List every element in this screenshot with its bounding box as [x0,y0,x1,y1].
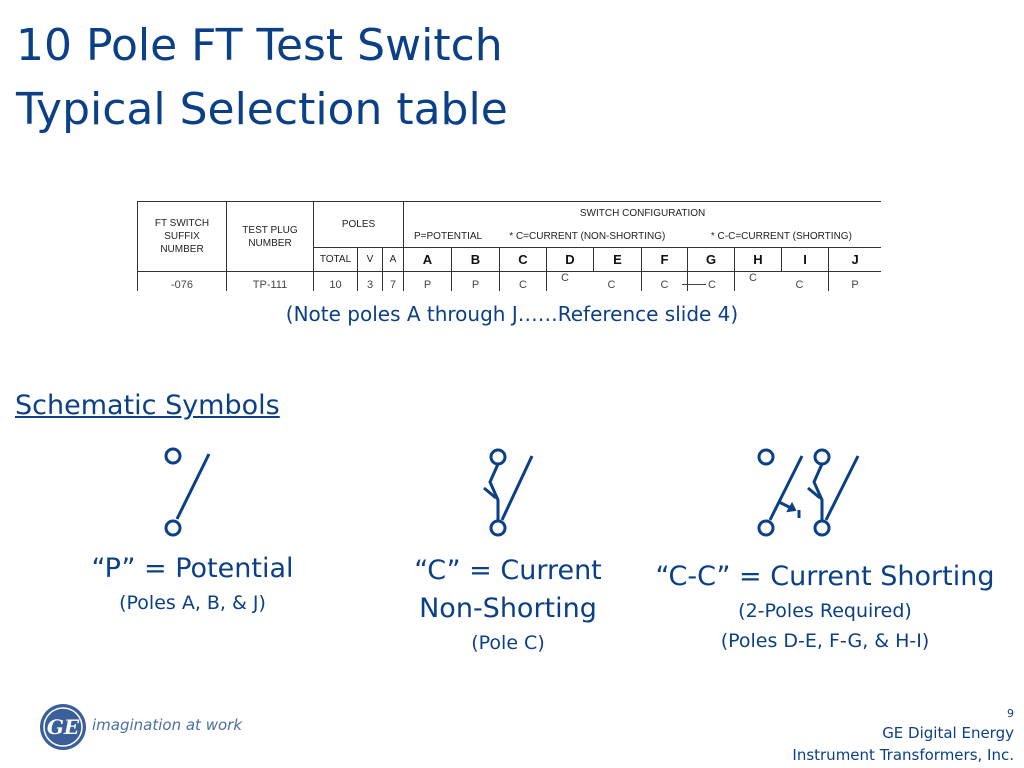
row-v: 3 [357,271,383,291]
current-shorting-caption: “C-C” = Current Shorting (2-Poles Requir… [630,558,1020,656]
current-shorting-symbol-icon [757,448,860,537]
slide-title-line-2: Typical Selection table [16,84,508,135]
potential-poles: (Poles A, B, & J) [119,592,266,614]
page-number: 9 [1007,707,1014,720]
row-pole-b: P [451,271,500,291]
slide-title-line-1: 10 Pole FT Test Switch [16,20,503,71]
current-caption: “C” = Current Non-Shorting (Pole C) [388,552,628,658]
current-label-2: Non-Shorting [419,593,597,624]
slide-title: 10 Pole FT Test Switch Typical Selection… [16,14,508,142]
header-pole-c: C [499,247,547,272]
header-poles: POLES [313,201,404,248]
header-v: V [357,247,383,272]
legend-potential: P=POTENTIAL [414,230,482,242]
legend-current-shorting: * C-C=CURRENT (SHORTING) [710,230,852,242]
row-total: 10 [313,271,358,291]
ge-logo-text: GE [47,715,80,739]
row-pole-d: C [546,271,594,291]
legend-current-non-shorting: * C=CURRENT (NON-SHORTING) [509,230,666,242]
header-test-plug: TEST PLUG NUMBER [226,201,314,272]
ge-logo: GE [40,704,86,750]
row-pole-j: P [827,271,881,291]
row-pole-g: C [682,271,735,291]
selection-table: FT SWITCH SUFFIX NUMBER TEST PLUG NUMBER… [137,201,881,291]
row-pole-a: P [403,271,452,291]
header-pole-a: A [403,247,452,272]
header-pole-b: B [451,247,500,272]
row-pole-i: C [781,271,829,291]
header-pole-f: F [641,247,688,272]
footer-division: Instrument Transformers, Inc. [792,746,1014,764]
header-total: TOTAL [313,247,358,272]
potential-symbol-icon [164,447,211,537]
header-a: A [382,247,404,272]
row-a: 7 [382,271,404,291]
header-legend: P=POTENTIAL * C=CURRENT (NON-SHORTING) *… [402,225,881,248]
row-pole-c: C [499,271,547,291]
header-pole-e: E [593,247,642,272]
potential-caption: “P” = Potential (Poles A, B, & J) [60,550,325,618]
selection-table-image: FT SWITCH SUFFIX NUMBER TEST PLUG NUMBER… [137,201,881,291]
row-pole-h: C [734,271,782,291]
current-shorting-required: (2-Poles Required) [738,600,912,622]
row-suffix: -076 [137,271,227,291]
current-shorting-label: “C-C” = Current Shorting [655,561,995,592]
table-note: (Note poles A through J……Reference slide… [285,302,739,326]
header-pole-i: I [781,247,829,272]
header-suffix: FT SWITCH SUFFIX NUMBER [137,201,227,272]
table-row: -076 TP-111 10 3 7 P P C C C C C C C P [137,271,881,291]
header-switch-configuration: SWITCH CONFIGURATION [402,201,881,226]
row-pole-e: C [593,271,642,291]
footer: 9 GE Digital Energy Instrument Transform… [792,706,1014,766]
current-poles: (Pole C) [471,632,545,654]
schematic-symbols-heading: Schematic Symbols [15,390,280,421]
current-label-1: “C” = Current [414,555,602,586]
potential-label: “P” = Potential [91,553,294,584]
current-shorting-poles: (Poles D-E, F-G, & H-I) [720,630,930,652]
header-pole-d: D [546,247,594,272]
current-non-shorting-symbol-icon [483,448,534,537]
header-pole-g: G [687,247,735,272]
footer-company: GE Digital Energy [882,724,1014,742]
header-pole-h: H [734,247,782,272]
row-pole-f: C [641,271,688,291]
tagline: imagination at work [92,716,242,734]
header-pole-j: J [827,247,881,272]
row-plug: TP-111 [226,271,314,291]
